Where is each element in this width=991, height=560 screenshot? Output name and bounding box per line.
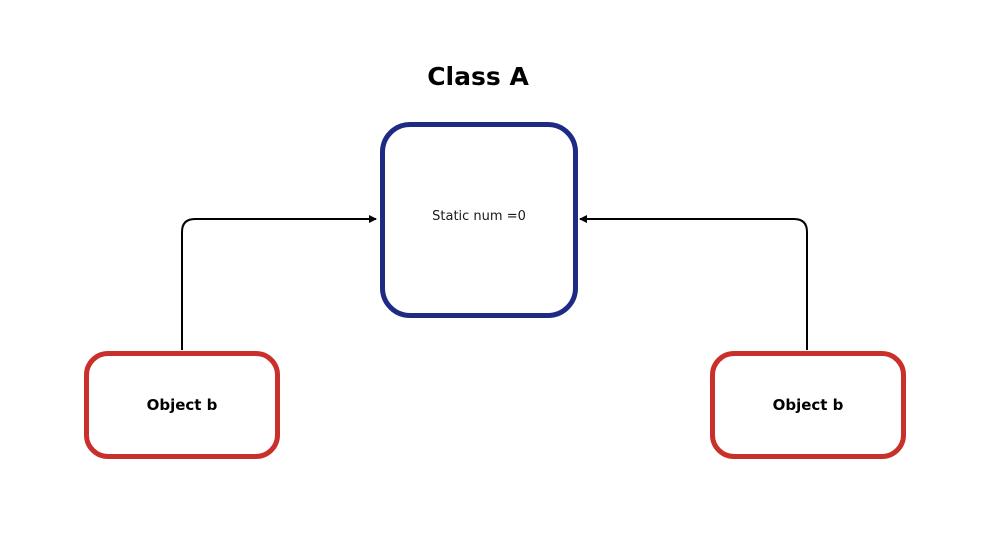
left-connector-arrow — [181, 215, 377, 350]
object-box-left: Object b — [84, 351, 280, 459]
object-box-right: Object b — [710, 351, 906, 459]
object-label-left: Object b — [146, 396, 218, 414]
object-label-right: Object b — [772, 396, 844, 414]
class-a-box: Static num =0 — [380, 122, 578, 318]
class-title: Class A — [427, 62, 529, 91]
right-connector-arrow — [579, 215, 808, 350]
class-box-text: Static num =0 — [432, 208, 526, 224]
